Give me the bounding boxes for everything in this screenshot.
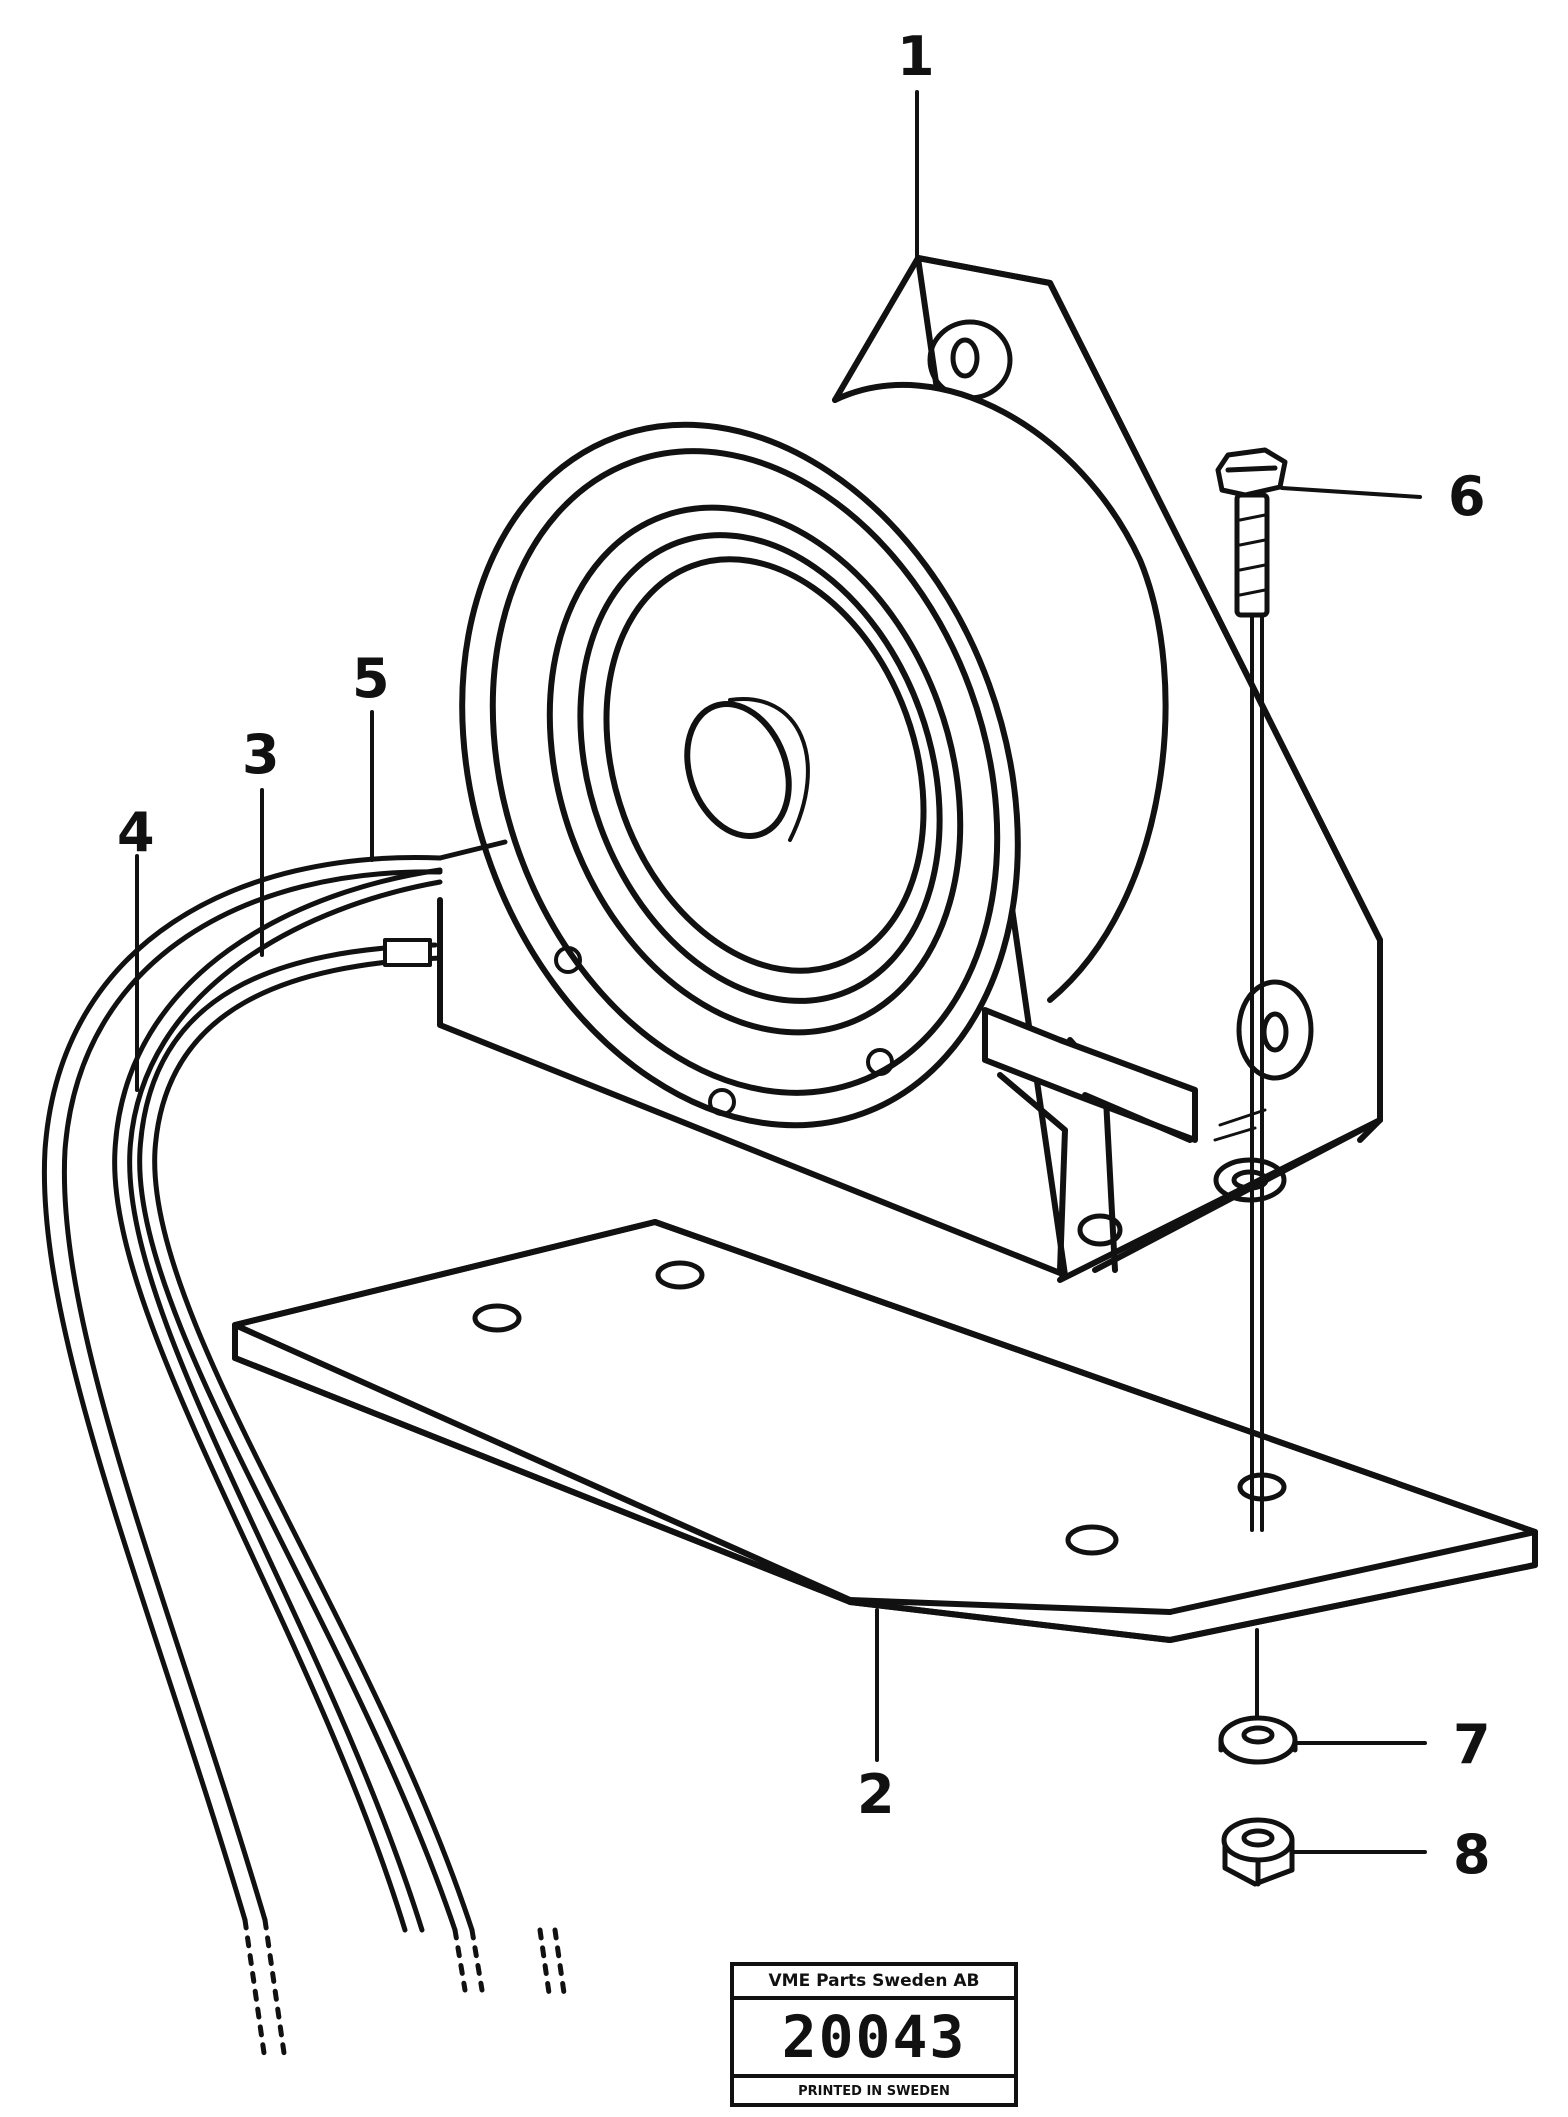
callout-5: 5 [352,647,390,710]
stamp-number: 20043 [734,2000,1014,2078]
horn-body [459,382,1169,1129]
washer [1218,1715,1298,1765]
nut [1221,1817,1295,1887]
plate-holes [472,1260,1287,1556]
stamp-company: VME Parts Sweden AB [734,1966,1014,2000]
stamp-footer: PRINTED IN SWEDEN [798,2084,950,2099]
callout-8: 8 [1453,1823,1491,1886]
bolt [1215,447,1288,1762]
callout-2: 2 [857,1763,895,1826]
callout-7: 7 [1453,1713,1491,1776]
drawing-number-stamp: VME Parts Sweden AB 20043 PRINTED IN SWE… [730,1962,1018,2107]
callout-4: 4 [117,801,155,864]
wire-harness [41,839,568,2063]
leader-lines [135,90,1427,1854]
callout-3: 3 [242,723,280,786]
callout-1: 1 [897,25,935,88]
callout-6: 6 [1448,465,1486,528]
mounting-plate [232,1219,1538,1643]
